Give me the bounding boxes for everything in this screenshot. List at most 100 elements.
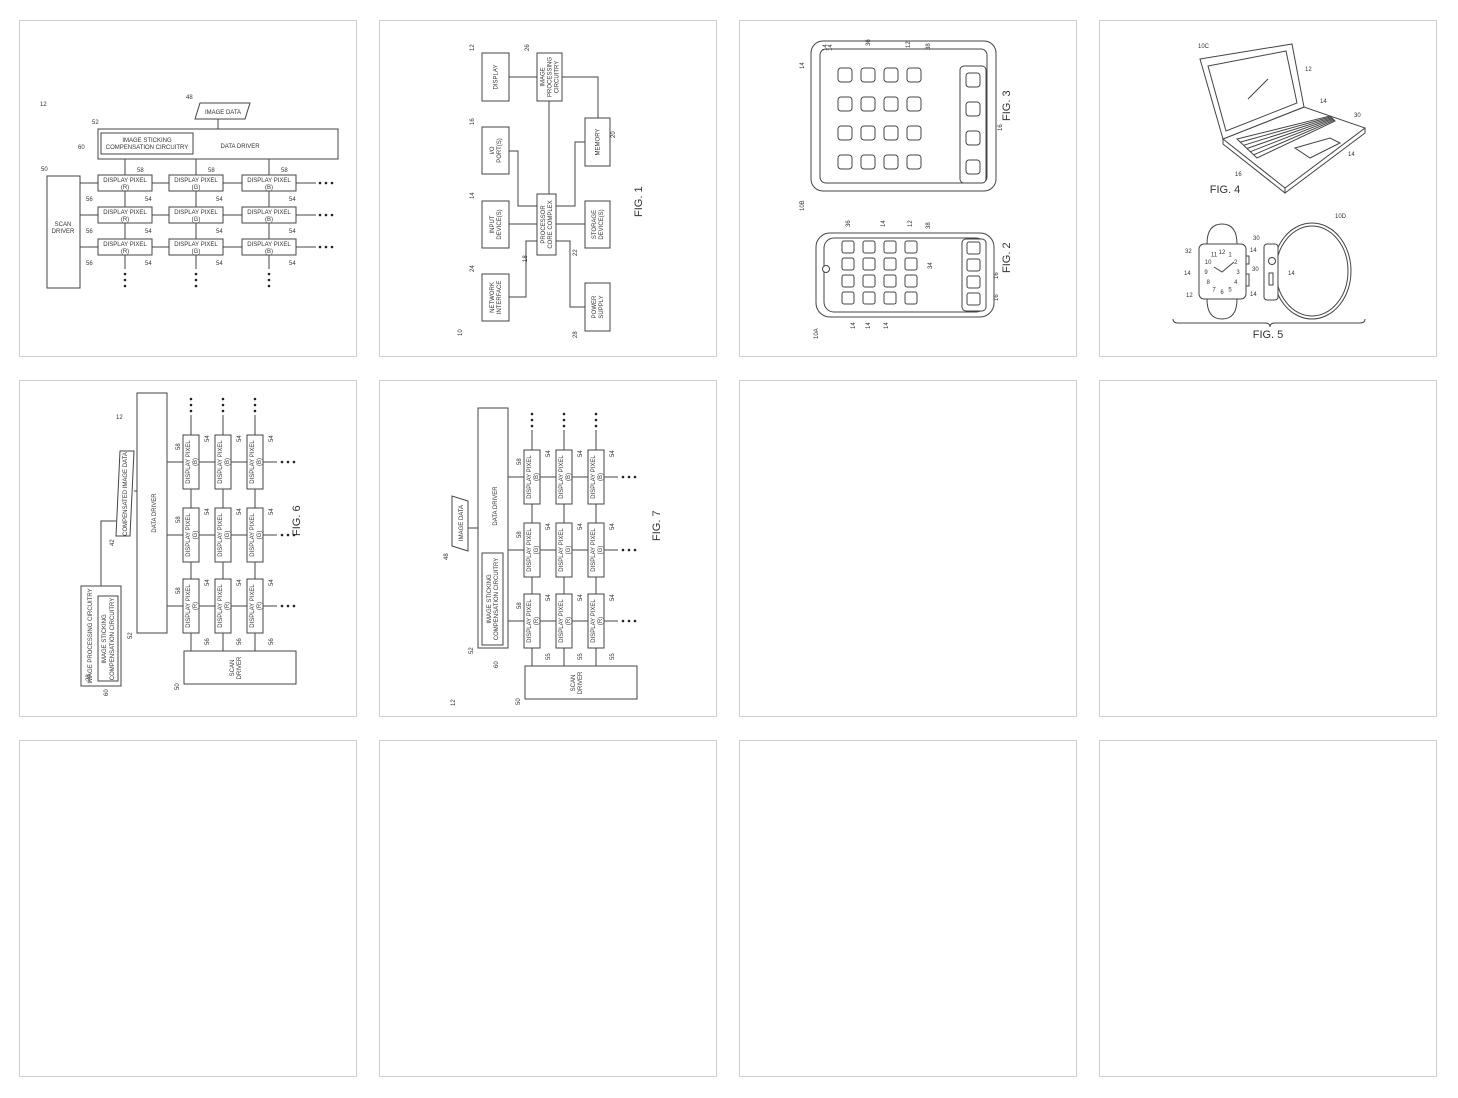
continuation-dot — [594, 412, 598, 416]
ref-data-line: 58 — [281, 168, 288, 174]
pixel-color-label: (B) — [566, 473, 572, 481]
scan-driver-label: SCAN — [230, 660, 236, 677]
pixel-color-label: (R) — [121, 217, 129, 223]
block-ref: 26 — [525, 44, 531, 51]
app-icon — [837, 96, 853, 112]
block-label: NETWORK — [490, 282, 496, 313]
continuation-dot — [324, 181, 328, 185]
app-icon — [883, 96, 899, 112]
image-data-label: IMAGE DATA — [205, 110, 241, 116]
app-icon — [883, 125, 899, 141]
key-row — [1243, 117, 1332, 146]
continuation-dot — [267, 284, 271, 288]
watch-side — [1263, 243, 1279, 301]
dock-icon — [965, 130, 981, 146]
drawing: DATA DRIVER52SCANDRIVER501258585856DISPL… — [80, 392, 303, 696]
ref-number: 14 — [1320, 99, 1327, 105]
block-ref: 14 — [470, 192, 476, 199]
ref-number: 10C — [1198, 44, 1210, 50]
block-label: INPUT — [490, 215, 496, 233]
block-label: POWER — [592, 295, 598, 318]
dial-number: 11 — [1211, 253, 1218, 259]
sheet-thumbnail-5[interactable]: DATA DRIVER52SCANDRIVER501258585856DISPL… — [19, 380, 357, 717]
pixel-color-label: (R) — [225, 602, 231, 610]
ref-pixel: 54 — [289, 197, 296, 203]
dial-number: 4 — [1234, 280, 1238, 286]
watch-band-bottom — [1206, 298, 1238, 320]
pixel-color-label: (B) — [265, 249, 273, 255]
ref-isc: 60 — [494, 661, 500, 668]
block-ref: 28 — [573, 331, 579, 338]
continuation-dot — [318, 245, 322, 249]
block-label: MEMORY — [596, 129, 602, 156]
dock-icon — [966, 292, 981, 306]
ref-number: 12 — [906, 41, 912, 48]
block-memory — [584, 117, 611, 167]
ref-scan-line: 56 — [86, 229, 93, 235]
display-pixel-label: DISPLAY PIXEL — [250, 440, 256, 484]
ref-number: 14 — [1288, 271, 1295, 277]
continuation-dot — [280, 604, 284, 608]
display-pixel-label: DISPLAY PIXEL — [591, 455, 597, 499]
block-power — [584, 282, 611, 332]
sheet-thumbnail-7[interactable] — [739, 380, 1077, 717]
connector — [100, 490, 137, 586]
display-pixel-box — [555, 522, 573, 578]
sheet-thumbnail-8[interactable] — [1099, 380, 1437, 717]
sheet-thumbnail-10[interactable] — [379, 740, 717, 1077]
display-pixel-label: DISPLAY PIXEL — [591, 528, 597, 572]
pixel-color-label: (G) — [598, 546, 604, 555]
app-icon — [883, 291, 897, 305]
continuation-dot — [189, 397, 193, 401]
drawing — [740, 741, 1078, 1078]
key-row — [1240, 116, 1331, 143]
figure-label: FIG. 2 — [1001, 242, 1013, 273]
display-pixel-box — [97, 174, 153, 192]
display-pixel-box — [214, 578, 232, 634]
continuation-dot — [594, 424, 598, 428]
sheet-thumbnail-9[interactable] — [19, 740, 357, 1077]
block-label: DEVICE(S) — [497, 209, 503, 239]
ref-pixel: 54 — [578, 594, 584, 601]
watch-button — [1245, 273, 1250, 287]
data-driver-label: DATA DRIVER — [220, 144, 260, 150]
pixel-color-label: (G) — [225, 531, 231, 540]
display-pixel-box — [97, 206, 153, 224]
display-pixel-label: DISPLAY PIXEL — [218, 584, 224, 628]
continuation-dot — [330, 245, 334, 249]
pixel-color-label: (G) — [192, 185, 201, 191]
camera — [822, 265, 830, 273]
continuation-dot — [330, 181, 334, 185]
sheet-thumbnail-12[interactable] — [1099, 740, 1437, 1077]
pixel-color-label: (R) — [193, 602, 199, 610]
compensated-data-shape — [115, 450, 135, 537]
block-input — [481, 200, 510, 249]
continuation-dot — [530, 412, 534, 416]
isc-label: COMPENSATION CIRCUITRY — [106, 145, 188, 151]
scan-driver-label: DRIVER — [578, 671, 584, 694]
pixel-color-label: (R) — [566, 617, 572, 625]
continuation-dot — [280, 460, 284, 464]
display-pixel-box — [523, 449, 541, 505]
ref-pixel: 54 — [546, 523, 552, 530]
display-pixel-label: DISPLAY PIXEL — [218, 440, 224, 484]
app-icon — [883, 240, 897, 254]
sheet-thumbnail-11[interactable] — [739, 740, 1077, 1077]
drawing — [1100, 741, 1438, 1078]
ref-number: 14 — [828, 44, 834, 51]
ref-image-data: 48 — [186, 95, 193, 101]
display-pixel-box — [182, 507, 200, 563]
dial-number: 2 — [1234, 260, 1238, 266]
pixel-color-label: (B) — [265, 185, 273, 191]
ref-number: 16 — [1235, 172, 1242, 178]
ref-number: 16 — [994, 294, 1000, 301]
continuation-dot — [324, 213, 328, 217]
